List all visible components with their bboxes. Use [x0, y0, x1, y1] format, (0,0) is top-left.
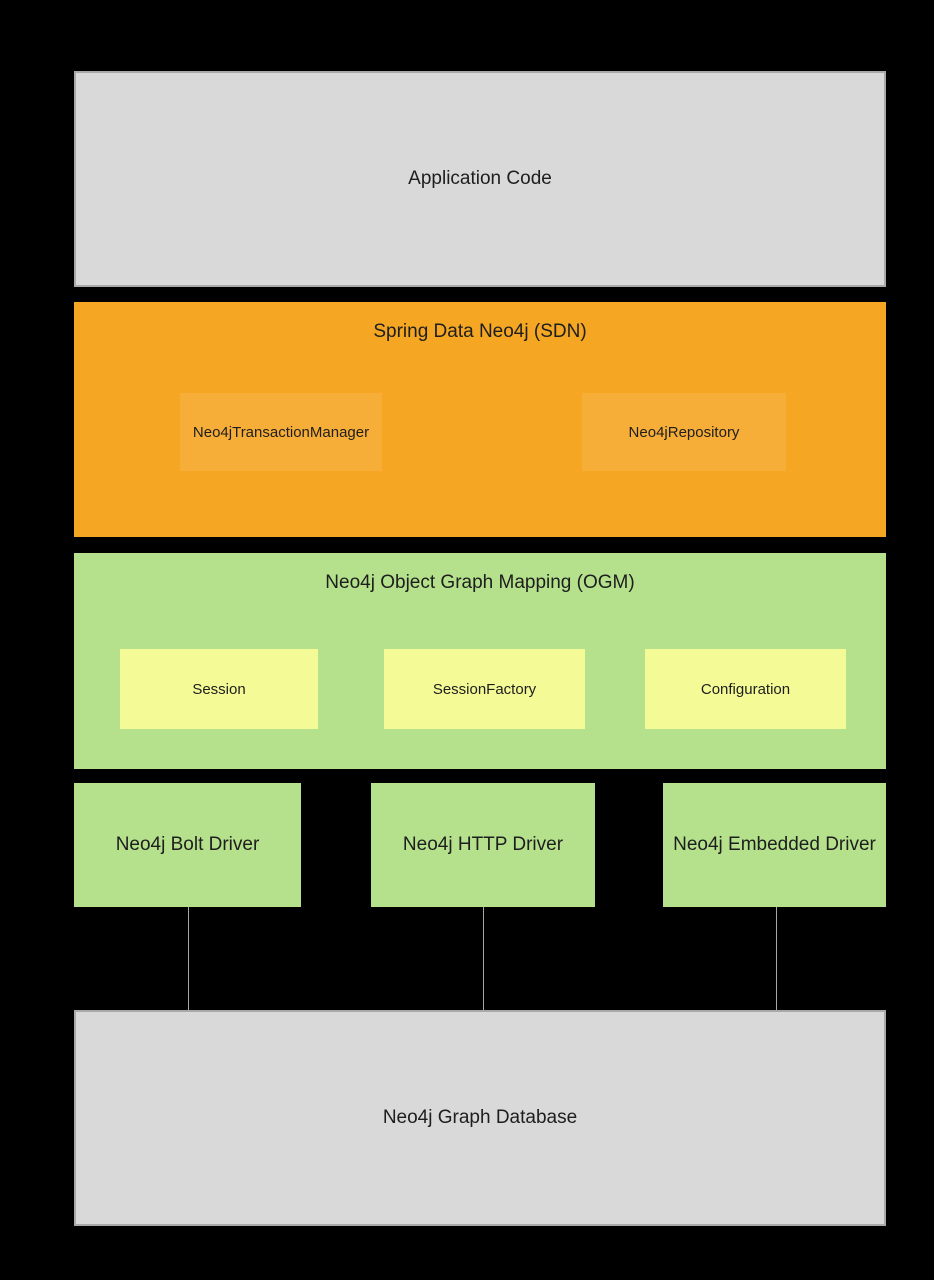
application-code-box: Application Code	[74, 71, 886, 287]
ogm-layer-title: Neo4j Object Graph Mapping (OGM)	[325, 572, 635, 593]
session-box: Session	[120, 649, 318, 729]
connector-line-bolt	[188, 907, 189, 1011]
sdn-layer-box: Spring Data Neo4j (SDN) Neo4jTransaction…	[74, 302, 886, 537]
sdn-layer-title: Spring Data Neo4j (SDN)	[373, 321, 587, 342]
repository-label: Neo4jRepository	[628, 423, 740, 441]
transaction-manager-box: Neo4jTransactionManager	[180, 393, 382, 471]
database-box: Neo4j Graph Database	[74, 1010, 886, 1226]
embedded-driver-label: Neo4j Embedded Driver	[673, 834, 876, 855]
embedded-driver-box: Neo4j Embedded Driver	[663, 783, 886, 907]
configuration-label: Configuration	[700, 680, 791, 698]
http-driver-label: Neo4j HTTP Driver	[402, 834, 564, 855]
session-factory-label: SessionFactory	[432, 680, 537, 698]
application-code-label: Application Code	[408, 168, 552, 189]
connector-line-embedded	[776, 907, 777, 1011]
http-driver-box: Neo4j HTTP Driver	[371, 783, 595, 907]
configuration-box: Configuration	[645, 649, 846, 729]
connector-line-http	[483, 907, 484, 1011]
repository-box: Neo4jRepository	[582, 393, 786, 471]
session-label: Session	[192, 680, 246, 698]
transaction-manager-label: Neo4jTransactionManager	[192, 423, 370, 441]
ogm-layer-box: Neo4j Object Graph Mapping (OGM) Session…	[74, 553, 886, 769]
session-factory-box: SessionFactory	[384, 649, 585, 729]
database-label: Neo4j Graph Database	[382, 1107, 578, 1128]
bolt-driver-label: Neo4j Bolt Driver	[115, 834, 260, 855]
bolt-driver-box: Neo4j Bolt Driver	[74, 783, 301, 907]
